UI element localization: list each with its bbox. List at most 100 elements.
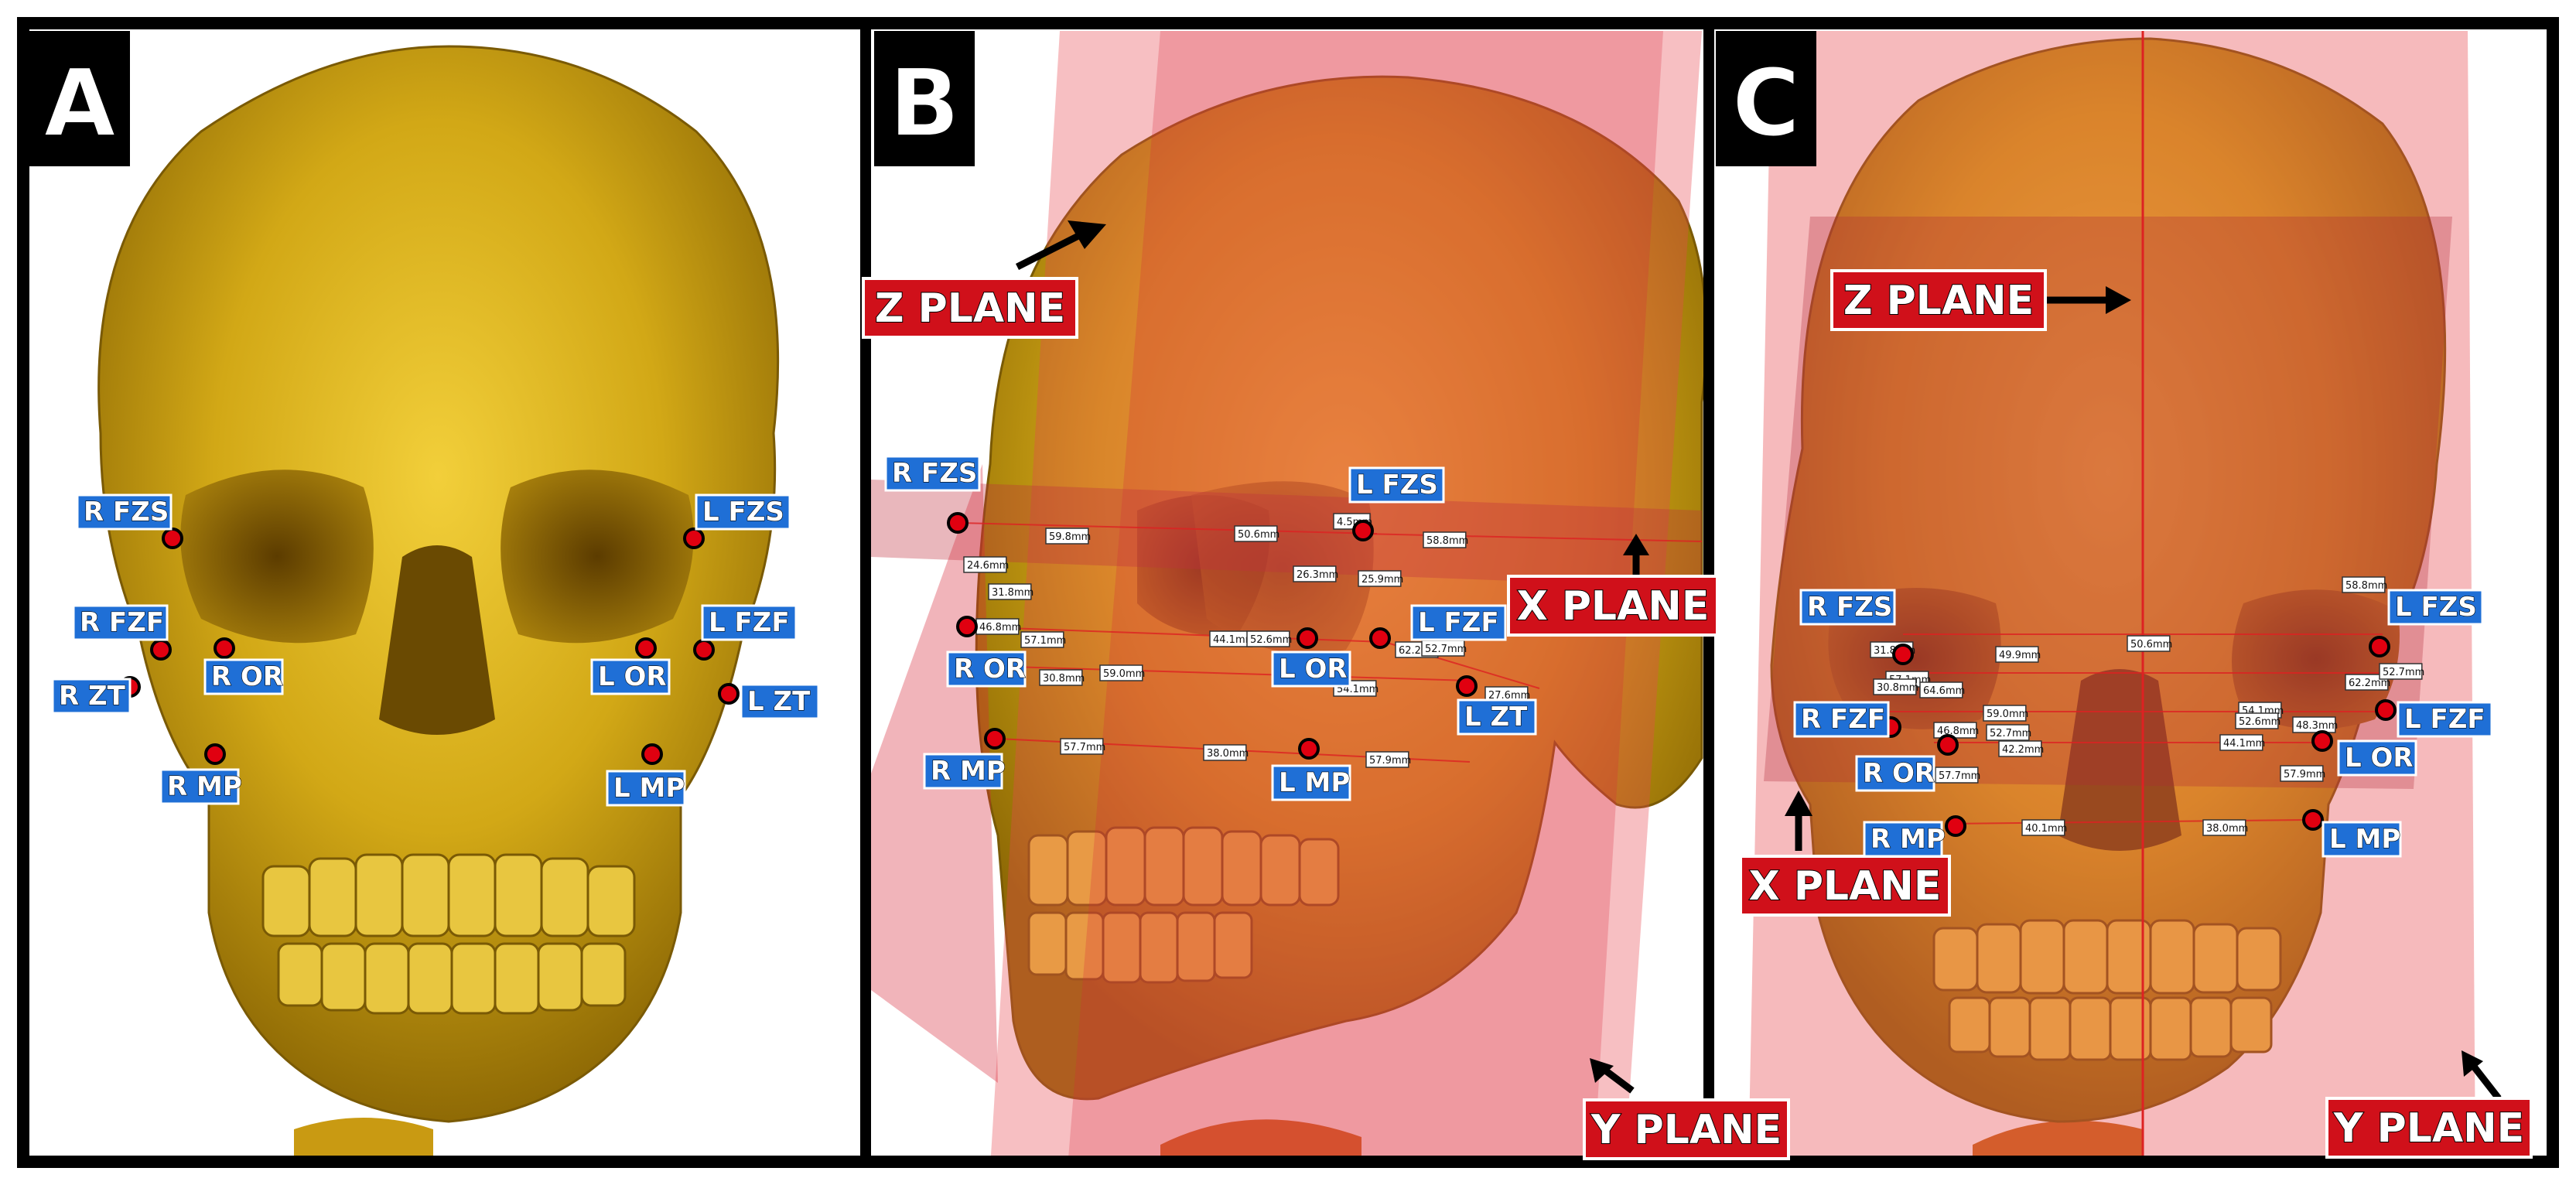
teeth [261, 853, 636, 1015]
right-orbit [180, 470, 374, 644]
landmark-labels: R FZS L FZS R FZF L FZF R OR L OR R ZT L ZT R MP… [51, 455, 2493, 858]
x-plane [871, 480, 1702, 588]
svg-text:52.7mm: 52.7mm [2383, 667, 2424, 678]
svg-text:L FZF: L FZF [1418, 607, 1499, 638]
svg-text:X PLANE: X PLANE [1749, 863, 1942, 910]
landmark-dot-l-fzs [2369, 636, 2390, 657]
measurement-label: 52.6mm [2235, 712, 2280, 729]
measurement-label: 44.1mm [1209, 630, 1255, 647]
measurement-label: 44.1mm [2219, 734, 2265, 751]
svg-text:R ZT: R ZT [59, 681, 126, 712]
measurement-label: 59.0mm [1983, 705, 2028, 722]
landmark-label-r-mp: R MP [1863, 821, 1946, 858]
measurement-label: 49.9mm [1995, 646, 2041, 663]
nasal-cavity [2058, 669, 2181, 851]
measurement-label: 52.7mm [1986, 724, 2031, 741]
svg-text:A: A [44, 50, 116, 158]
svg-text:38.0mm: 38.0mm [2206, 823, 2248, 835]
svg-text:48.3mm: 48.3mm [2296, 720, 2338, 732]
svg-text:62.2mm: 62.2mm [2349, 678, 2390, 689]
landmark-dot-r-or [1937, 734, 1959, 756]
svg-text:64.6mm: 64.6mm [1923, 685, 1965, 697]
svg-text:B: B [889, 50, 959, 158]
landmark-label-l-fzf: L FZF [701, 604, 798, 641]
landmark-dot-l-zt [1456, 675, 1478, 697]
measurement-label: 40.1mm [2021, 819, 2067, 836]
landmark-label-r-mp: R MP [159, 768, 242, 805]
svg-text:58.8mm: 58.8mm [1426, 535, 1468, 547]
svg-text:R OR: R OR [954, 654, 1026, 685]
measurement-label: 52.7mm [1421, 640, 1467, 657]
measurement-label: 57.7mm [1060, 738, 1105, 755]
x-plane-label: X PLANE [1739, 855, 1951, 917]
landmark-label-r-fzs: R FZS [884, 455, 981, 492]
landmark-label-l-or: L OR [2337, 739, 2417, 777]
landmark-dot-r-mp [1945, 815, 1966, 837]
landmark-label-r-fzf: R FZF [72, 604, 169, 641]
svg-text:L FZS: L FZS [702, 497, 784, 528]
svg-text:44.1mm: 44.1mm [1213, 634, 1255, 646]
svg-text:L MP: L MP [1279, 767, 1350, 798]
landmark-label-r-zt: R ZT [51, 678, 132, 715]
nasal-cavity [379, 545, 495, 735]
svg-text:L FZS: L FZS [2395, 592, 2477, 623]
svg-text:R FZS: R FZS [84, 497, 169, 528]
svg-text:L FZF: L FZF [709, 607, 790, 638]
landmark-dot-r-fzf [150, 639, 172, 661]
svg-text:52.7mm: 52.7mm [1425, 644, 1467, 655]
measurement-label: 59.8mm [1045, 528, 1091, 545]
measurement-label: 48.3mm [2292, 716, 2338, 733]
landmark-dot-r-or [214, 637, 235, 659]
landmark-label-l-zt: L ZT [740, 683, 820, 720]
panel-a [97, 45, 780, 1162]
panel-b [871, 31, 1703, 1162]
measurement-label: 62.2mm [2345, 674, 2390, 691]
svg-text:L OR: L OR [598, 661, 667, 692]
measurement-label: 30.8mm [1873, 678, 1918, 695]
svg-text:R FZF: R FZF [1801, 704, 1885, 735]
spine-fragment [1973, 1120, 2143, 1162]
svg-text:C: C [1732, 50, 1800, 158]
landmark-label-l-fzf: L FZF [1410, 604, 1507, 641]
svg-text:59.8mm: 59.8mm [1049, 531, 1091, 543]
landmark-label-l-mp: L MP [2321, 821, 2402, 858]
landmark-dot-l-or [2311, 730, 2333, 752]
svg-text:46.8mm: 46.8mm [979, 622, 1021, 633]
landmark-label-l-or: L OR [1271, 651, 1351, 688]
landmark-dot-l-mp [641, 743, 663, 765]
svg-text:24.6mm: 24.6mm [967, 560, 1009, 572]
svg-text:R MP: R MP [1871, 824, 1946, 855]
svg-text:Z PLANE: Z PLANE [875, 285, 1065, 332]
svg-text:52.6mm: 52.6mm [2239, 716, 2280, 728]
measurement-label: 50.6mm [1234, 525, 1279, 542]
plane-arrows [1015, 220, 2502, 1101]
measurement-label: 31.8mm [988, 583, 1033, 600]
svg-text:57.9mm: 57.9mm [2284, 769, 2325, 780]
landmark-dot-l-fzs [1352, 520, 1374, 541]
measurement-label: 64.6mm [1919, 681, 1965, 698]
landmark-dot-r-mp [204, 743, 226, 765]
landmark-dot-l-mp [1298, 738, 1320, 760]
landmark-dot-l-fzf [2375, 699, 2397, 721]
landmark-label-r-or: R OR [203, 658, 284, 695]
svg-text:26.3mm: 26.3mm [1297, 569, 1338, 581]
measurement-label: 26.3mm [1293, 565, 1338, 582]
measurement-label: 52.7mm [2379, 663, 2424, 680]
landmark-dot-r-fzs [162, 528, 183, 549]
svg-text:L ZT: L ZT [747, 686, 811, 717]
measurement-label: 42.2mm [1998, 740, 2044, 757]
svg-text:50.6mm: 50.6mm [1238, 529, 1279, 541]
spine-fragment [294, 1118, 433, 1162]
svg-text:R FZF: R FZF [80, 607, 164, 638]
svg-text:30.8mm: 30.8mm [1877, 682, 1918, 694]
landmark-label-l-fzs: L FZS [695, 493, 791, 531]
landmark-label-l-zt: L ZT [1457, 698, 1537, 736]
landmark-dot-l-or [1297, 627, 1318, 649]
landmark-label-r-fzf: R FZF [1793, 701, 1890, 738]
y-plane-label: Y PLANE [1583, 1098, 1790, 1160]
svg-text:52.6mm: 52.6mm [1250, 634, 1292, 646]
svg-text:44.1mm: 44.1mm [2223, 738, 2265, 750]
svg-text:R FZS: R FZS [892, 458, 977, 489]
